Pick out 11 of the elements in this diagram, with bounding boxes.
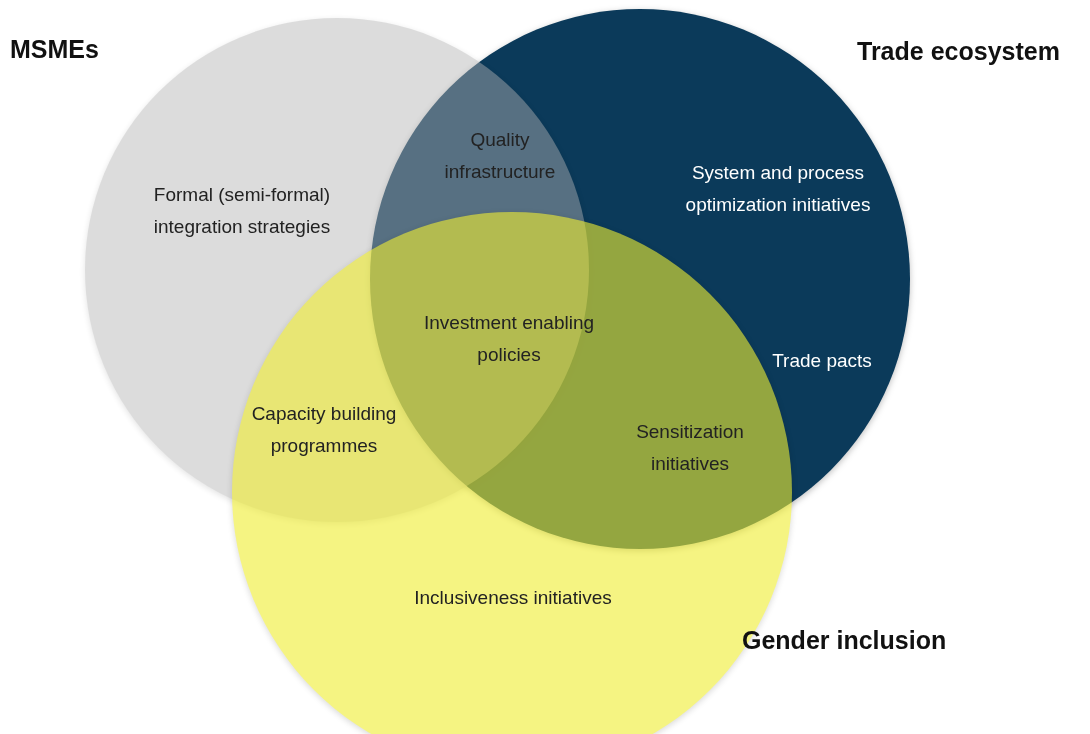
set-heading: Trade ecosystem [857, 37, 1060, 66]
region-label: Capacity building programmes [250, 402, 398, 458]
region-label: Sensitization initiatives [635, 420, 745, 476]
region-label: Inclusiveness initiatives [413, 586, 613, 610]
set-heading: MSMEs [10, 35, 99, 64]
region-label: Trade pacts [771, 349, 873, 373]
region-label: Investment enabling policies [422, 311, 596, 367]
region-label: Formal (semi-formal) integration strategies [152, 183, 332, 239]
region-label: Quality infrastructure [443, 128, 557, 184]
set-heading: Gender inclusion [742, 626, 947, 655]
region-label: System and process optimization initiatives [684, 161, 872, 217]
